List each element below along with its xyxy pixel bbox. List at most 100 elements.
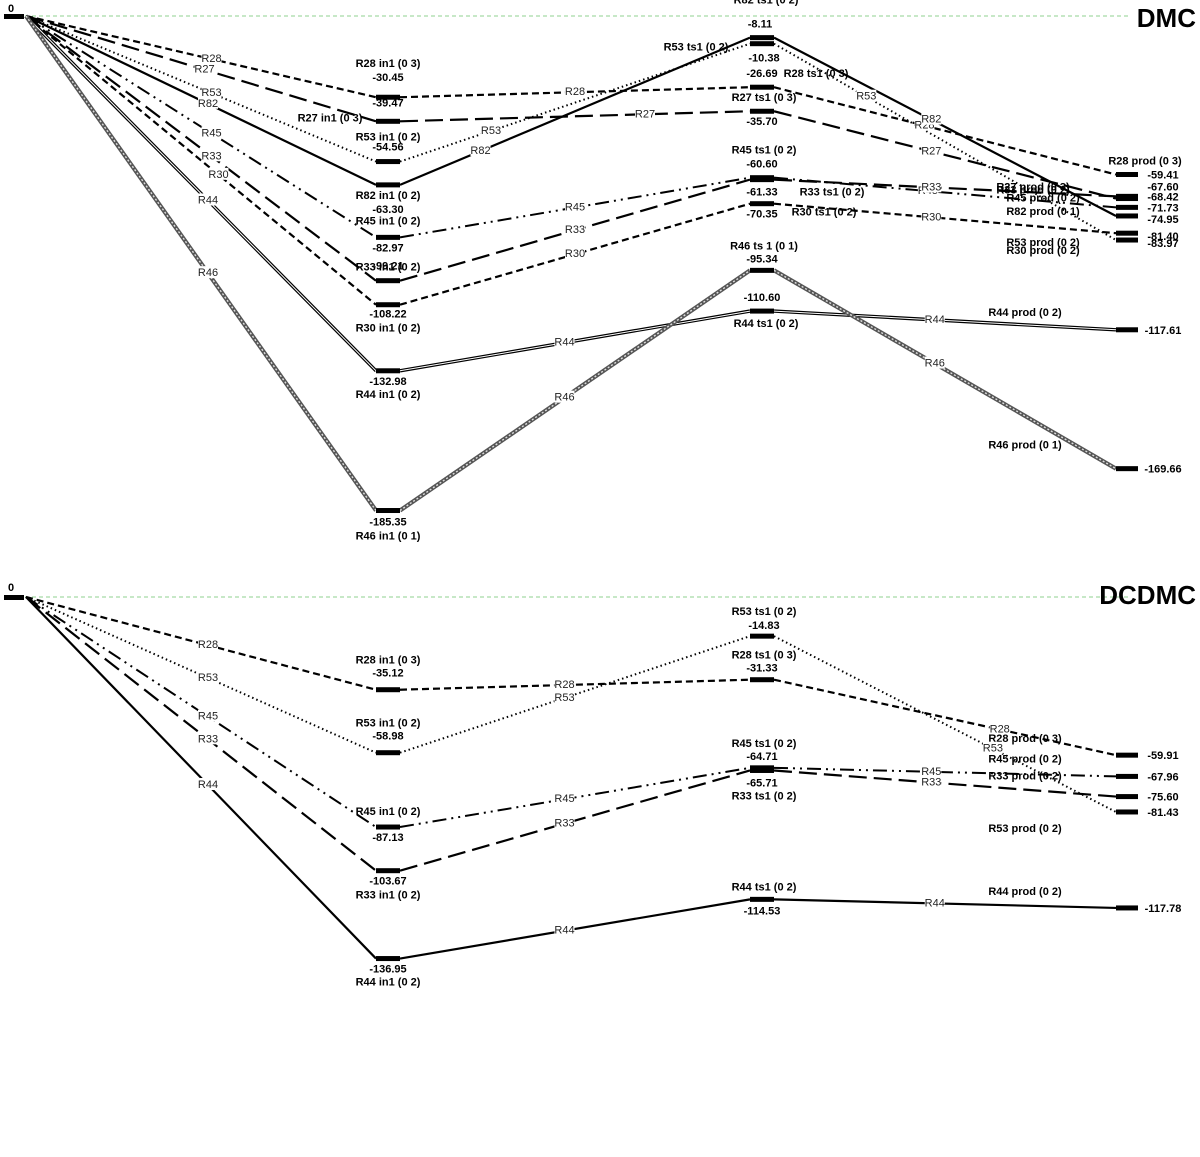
level-bar-prod [1116, 466, 1138, 472]
reaction-label-bg [856, 89, 877, 102]
level-bar-in1 [376, 159, 400, 165]
connector-R28 [773, 86, 1117, 176]
connector-R45 [773, 766, 1117, 778]
connector-lines [25, 595, 1117, 960]
connector-R30 [25, 15, 377, 306]
connector-R53 [399, 635, 751, 754]
state-name: R53 prod (0 2) [1006, 237, 1080, 249]
level-bar-ts1 [750, 896, 774, 902]
level-bar-in1 [376, 182, 400, 188]
reaction-label: R33 [198, 733, 218, 745]
reaction-label-bg [470, 144, 491, 157]
level-bar-prod [1116, 773, 1138, 779]
level-bar-prod [1116, 905, 1138, 911]
reaction-label: R28 [554, 679, 574, 691]
level-bar-ts1 [750, 633, 774, 639]
connector-R45 [25, 15, 377, 239]
state-name: R45 ts1 (0 2) [732, 738, 797, 750]
energy-value: -136.95 [369, 964, 406, 976]
level-bar-in1 [376, 750, 400, 756]
energy-value: -63.30 [372, 204, 403, 216]
reaction-label-bg [565, 223, 585, 236]
energy-value: -82.97 [372, 242, 403, 254]
connector-inner-R44 [399, 310, 751, 372]
reaction-label: R53 [983, 743, 1003, 755]
energy-value: -132.98 [369, 376, 406, 388]
zero-label: 0 [8, 582, 14, 594]
connector-lines [24, 14, 1118, 513]
energy-value: -114.53 [744, 905, 781, 917]
state-name: R28 in1 (0 3) [356, 58, 421, 70]
energy-value: -117.78 [1145, 903, 1182, 915]
reaction-label: R82 [198, 98, 218, 110]
level-bar-ts1 [750, 677, 774, 683]
connector-inner-R44 [773, 310, 1117, 331]
state-name: R33 prod (0 2) [988, 771, 1062, 783]
level-bar-prod [1116, 327, 1138, 333]
state-name: R27 in1 (0 3) [298, 112, 363, 124]
reaction-label-bg [635, 107, 655, 120]
connector-R82 [773, 36, 1117, 217]
level-bar-prod [1116, 809, 1138, 815]
reaction-label: R46 [198, 267, 218, 279]
energy-value: -68.42 [1147, 192, 1178, 204]
state-name: R28 ts1 (0 3) [732, 650, 797, 662]
reaction-label-bg [201, 126, 222, 139]
energy-value: -59.91 [1147, 750, 1178, 762]
level-bar-prod [1116, 213, 1138, 219]
energy-value: -64.71 [746, 751, 777, 763]
state-name: R33 ts1 (0 2) [732, 790, 797, 802]
energy-value: -31.33 [746, 663, 777, 675]
reaction-label: R27 [194, 64, 214, 76]
reaction-label-bg [201, 86, 222, 99]
connector-R53 [773, 635, 1117, 813]
energy-value: -59.41 [1147, 170, 1178, 182]
energy-value: -61.33 [746, 187, 777, 199]
level-bar-in1 [376, 302, 400, 308]
connector-R27 [773, 110, 1117, 200]
reaction-label: R45 [565, 202, 585, 214]
reaction-label-bg [554, 678, 575, 691]
reaction-label-bg [201, 52, 222, 65]
reaction-label: R53 [856, 91, 876, 103]
reaction-label-bg [921, 764, 942, 777]
reaction-label: R28 [198, 639, 218, 651]
panel-title: DMC [1137, 3, 1196, 33]
energy-value: -95.34 [746, 253, 778, 265]
reaction-label: R46 [554, 392, 574, 404]
state-name: R46 ts 1 (0 1) [730, 240, 798, 252]
state-name: R28 prod (0 3) [988, 733, 1062, 745]
reaction-label-bg [924, 896, 945, 909]
reaction-label-bg [565, 247, 585, 260]
level-bar-prod [1116, 172, 1138, 178]
connector-R28 [399, 678, 751, 691]
state-name: R27 prod (0 3) [996, 182, 1070, 194]
level-bar-ts1 [750, 41, 774, 47]
connector-R53 [773, 42, 1117, 241]
reaction-label-bg [198, 778, 218, 791]
reaction-label: R28 [990, 724, 1010, 736]
energy-value: -8.11 [748, 19, 772, 31]
level-bars [376, 35, 1138, 514]
state-name: R82 prod (0 1) [1006, 206, 1080, 218]
connector-R33 [773, 769, 1117, 798]
reactant-level [4, 14, 24, 19]
state-name: R45 prod (0 2) [988, 753, 1062, 765]
reaction-label-bg [208, 167, 229, 180]
state-name: R82 ts1 (0 2) [734, 0, 799, 7]
energy-value: -87.13 [372, 832, 403, 844]
reaction-label: R53 [201, 87, 221, 99]
level-bar-prod [1116, 752, 1138, 758]
energy-value: -67.96 [1147, 771, 1178, 783]
state-name: R30 prod (0 2) [1006, 245, 1080, 257]
reaction-label-bg [565, 85, 585, 98]
state-name: R33 prod (0 2) [996, 184, 1070, 196]
level-bar-in1 [376, 687, 400, 693]
reaction-label: R82 [921, 114, 941, 126]
connector-R28 [25, 14, 377, 99]
connector-inner-R46 [773, 269, 1117, 470]
level-bar-in1 [376, 94, 400, 100]
reaction-label-bg [198, 266, 218, 279]
reaction-label: R44 [198, 779, 218, 791]
level-bar-prod [1116, 193, 1138, 199]
